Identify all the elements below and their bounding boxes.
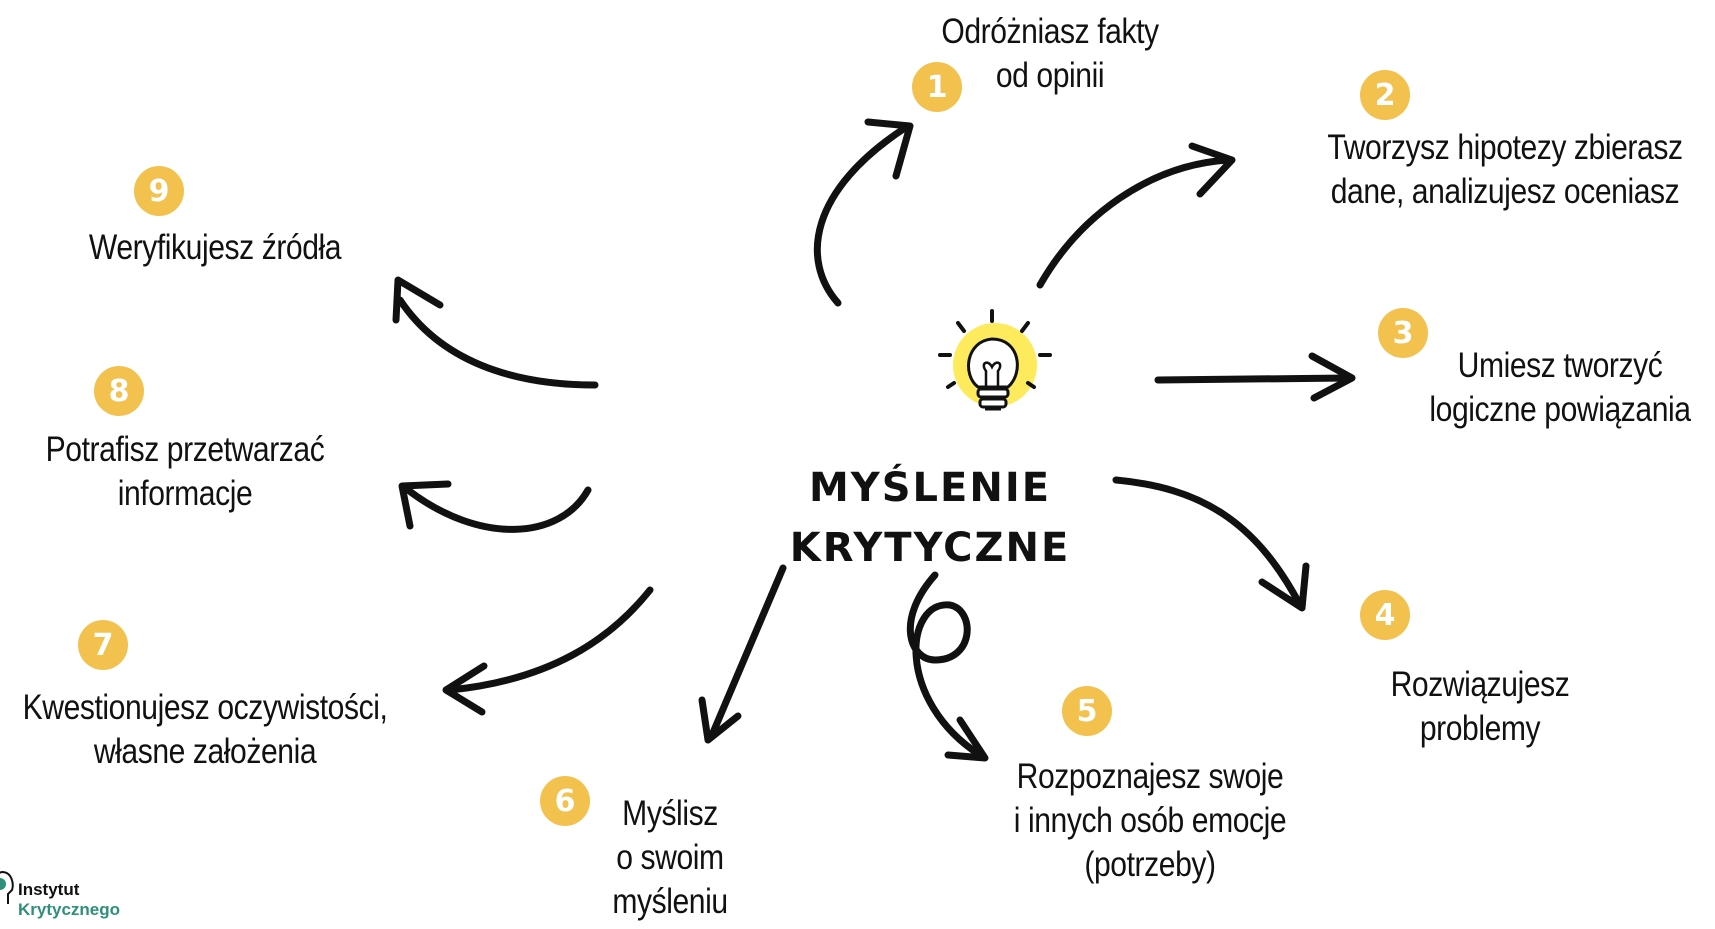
item-4-number-badge: 4	[1360, 590, 1410, 640]
lightbulb-icon	[938, 309, 1052, 411]
item-8-line-2: informacje	[117, 474, 253, 513]
arrowhead-item-4	[1258, 562, 1310, 612]
item-4-line-1: Rozwiązujesz	[1390, 665, 1570, 704]
item-8-number-badge: 8	[94, 366, 144, 416]
item-2-line-1: Tworzysz hipotezy zbierasz	[1327, 128, 1683, 167]
item-6-label: Myślisz o swoim myśleniu	[610, 792, 730, 924]
item-6-line-2: o swoim	[616, 838, 724, 877]
item-3-label: Umiesz tworzyć logiczne powiązania	[1422, 344, 1697, 432]
arrowhead-item-3	[1308, 352, 1356, 402]
item-8-line-1: Potrafisz przetwarzać	[45, 430, 325, 469]
item-9-number-badge: 9	[134, 166, 184, 216]
item-7-number-badge: 7	[78, 620, 128, 670]
center-title-line-2: KRYTYCZNE	[789, 525, 1071, 571]
arrowhead-item-8	[398, 480, 452, 530]
item-5-line-1: Rozpoznajesz swoje	[1016, 757, 1284, 796]
item-6-line-3: myśleniu	[612, 882, 728, 921]
item-1-line-2: od opinii	[995, 56, 1105, 95]
arrow-to-item-4	[1112, 476, 1304, 609]
item-5-line-2: i innych osób emocje	[1013, 801, 1287, 840]
item-6-line-1: Myślisz	[622, 794, 718, 833]
arrow-to-item-1	[813, 124, 909, 307]
item-4-label: Rozwiązujesz problemy	[1381, 663, 1579, 751]
logo-head-icon	[0, 870, 14, 904]
arrow-to-item-6	[708, 564, 787, 739]
arrowhead-item-6	[698, 696, 742, 744]
arrow-to-item-3	[1154, 374, 1352, 384]
item-7-label: Kwestionujesz oczywistości, własne założ…	[20, 686, 390, 774]
item-2-label: Tworzysz hipotezy zbierasz dane, analizu…	[1320, 126, 1690, 214]
item-3-number-badge: 3	[1378, 308, 1428, 358]
item-2-number-badge: 2	[1360, 70, 1410, 120]
item-7-line-2: własne założenia	[93, 732, 317, 771]
logo-line-1: Instytut	[18, 880, 80, 899]
arrowhead-item-7	[442, 662, 488, 716]
item-4-line-2: problemy	[1419, 709, 1541, 748]
item-5-label: Rozpoznajesz swoje i innych osób emocje …	[1008, 755, 1292, 887]
item-1-number-badge: 1	[912, 62, 962, 112]
item-7-line-1: Kwestionujesz oczywistości,	[22, 688, 388, 727]
arrow-to-item-9	[396, 296, 599, 389]
item-8-label: Potrafisz przetwarzać informacje	[35, 428, 336, 516]
item-2-line-2: dane, analizujesz oceniasz	[1330, 172, 1680, 211]
item-1-line-1: Odróżniasz fakty	[941, 12, 1159, 51]
arrowhead-item-5	[944, 716, 989, 762]
arrow-to-item-8	[404, 486, 592, 533]
arrow-to-item-5	[906, 571, 984, 759]
arrowhead-item-9	[392, 276, 444, 324]
arrow-to-item-7	[446, 586, 654, 694]
center-title: MYŚLENIE KRYTYCZNE	[760, 458, 1100, 578]
item-3-line-1: Umiesz tworzyć	[1457, 346, 1663, 385]
item-9-label: Weryfikujesz źródła	[73, 226, 357, 270]
logo-line-2: Krytycznego	[18, 900, 121, 919]
item-3-line-2: logiczne powiązania	[1429, 390, 1691, 429]
item-5-number-badge: 5	[1062, 686, 1112, 736]
item-1-label: Odróżniasz fakty od opinii	[938, 10, 1162, 98]
arrow-to-item-2	[1036, 156, 1232, 289]
item-5-line-3: (potrzeby)	[1084, 845, 1216, 884]
center-title-line-1: MYŚLENIE	[808, 465, 1052, 511]
arrowhead-item-1	[864, 118, 914, 180]
institute-logo: Instytut Krytycznego	[0, 862, 170, 929]
item-9-line-1: Weryfikujesz źródła	[88, 228, 342, 267]
arrowhead-item-2	[1188, 142, 1236, 198]
item-6-number-badge: 6	[540, 776, 590, 826]
